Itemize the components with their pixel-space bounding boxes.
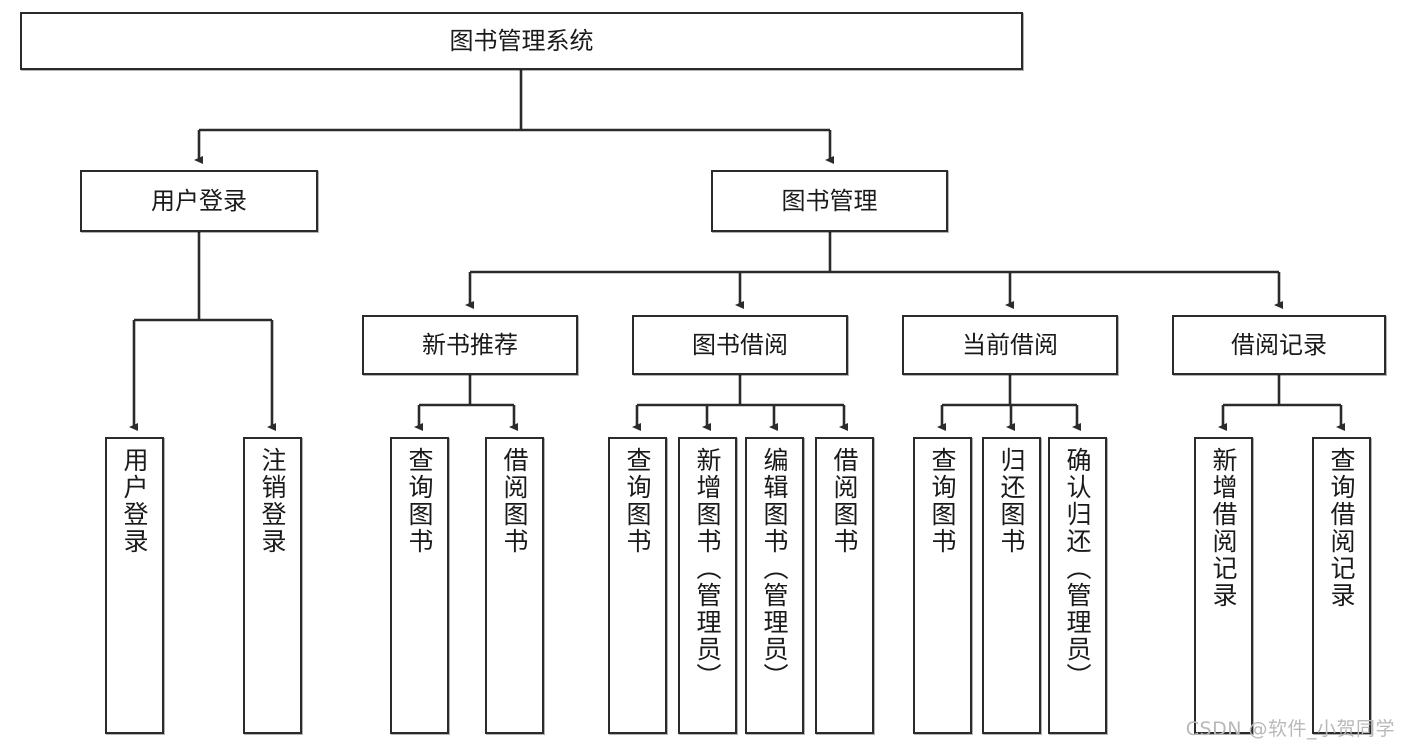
node-label: 图书借阅: [692, 330, 788, 359]
node-label: 归还图书: [997, 447, 1026, 555]
node-book-manage[interactable]: 图书管理: [711, 170, 948, 232]
node-label: 新增图书（管理员）: [693, 447, 722, 690]
node-leaf-add-record[interactable]: 新增借阅记录: [1194, 437, 1253, 734]
node-label: 借阅记录: [1231, 330, 1327, 359]
node-label: 确认归还（管理员）: [1063, 447, 1092, 690]
node-new-book-rec[interactable]: 新书推荐: [362, 315, 578, 375]
node-leaf-confirm-return[interactable]: 确认归还（管理员）: [1048, 437, 1107, 734]
node-label: 查询借阅记录: [1327, 447, 1356, 609]
node-leaf-query-book-3[interactable]: 查询图书: [913, 437, 972, 734]
node-label: 注销登录: [258, 447, 287, 555]
node-user-login[interactable]: 用户登录: [80, 170, 318, 232]
node-label: 编辑图书（管理员）: [760, 447, 789, 690]
node-label: 当前借阅: [962, 330, 1058, 359]
node-leaf-borrow-book-2[interactable]: 借阅图书: [815, 437, 874, 734]
node-label: 图书管理系统: [449, 26, 594, 55]
node-current-borrow[interactable]: 当前借阅: [902, 315, 1118, 375]
node-leaf-edit-book[interactable]: 编辑图书（管理员）: [745, 437, 804, 734]
node-leaf-user-logout[interactable]: 注销登录: [243, 437, 302, 734]
node-book-borrow[interactable]: 图书借阅: [632, 315, 848, 375]
node-label: 查询图书: [623, 447, 652, 555]
node-label: 借阅图书: [500, 447, 529, 555]
node-label: 新增借阅记录: [1209, 447, 1238, 609]
node-label: 借阅图书: [830, 447, 859, 555]
node-leaf-query-book-2[interactable]: 查询图书: [608, 437, 667, 734]
node-leaf-return-book[interactable]: 归还图书: [982, 437, 1041, 734]
node-label: 图书管理: [781, 186, 878, 215]
node-leaf-query-book-1[interactable]: 查询图书: [390, 437, 449, 734]
node-borrow-record[interactable]: 借阅记录: [1172, 315, 1386, 375]
node-leaf-borrow-book-1[interactable]: 借阅图书: [485, 437, 544, 734]
node-leaf-add-book[interactable]: 新增图书（管理员）: [678, 437, 737, 734]
node-label: 查询图书: [405, 447, 434, 555]
node-label: 查询图书: [928, 447, 957, 555]
node-label: 用户登录: [151, 186, 247, 215]
node-leaf-query-record[interactable]: 查询借阅记录: [1312, 437, 1371, 734]
node-label: 用户登录: [120, 447, 149, 555]
node-root[interactable]: 图书管理系统: [20, 12, 1023, 70]
node-leaf-user-login[interactable]: 用户登录: [105, 437, 164, 734]
node-label: 新书推荐: [422, 330, 518, 359]
